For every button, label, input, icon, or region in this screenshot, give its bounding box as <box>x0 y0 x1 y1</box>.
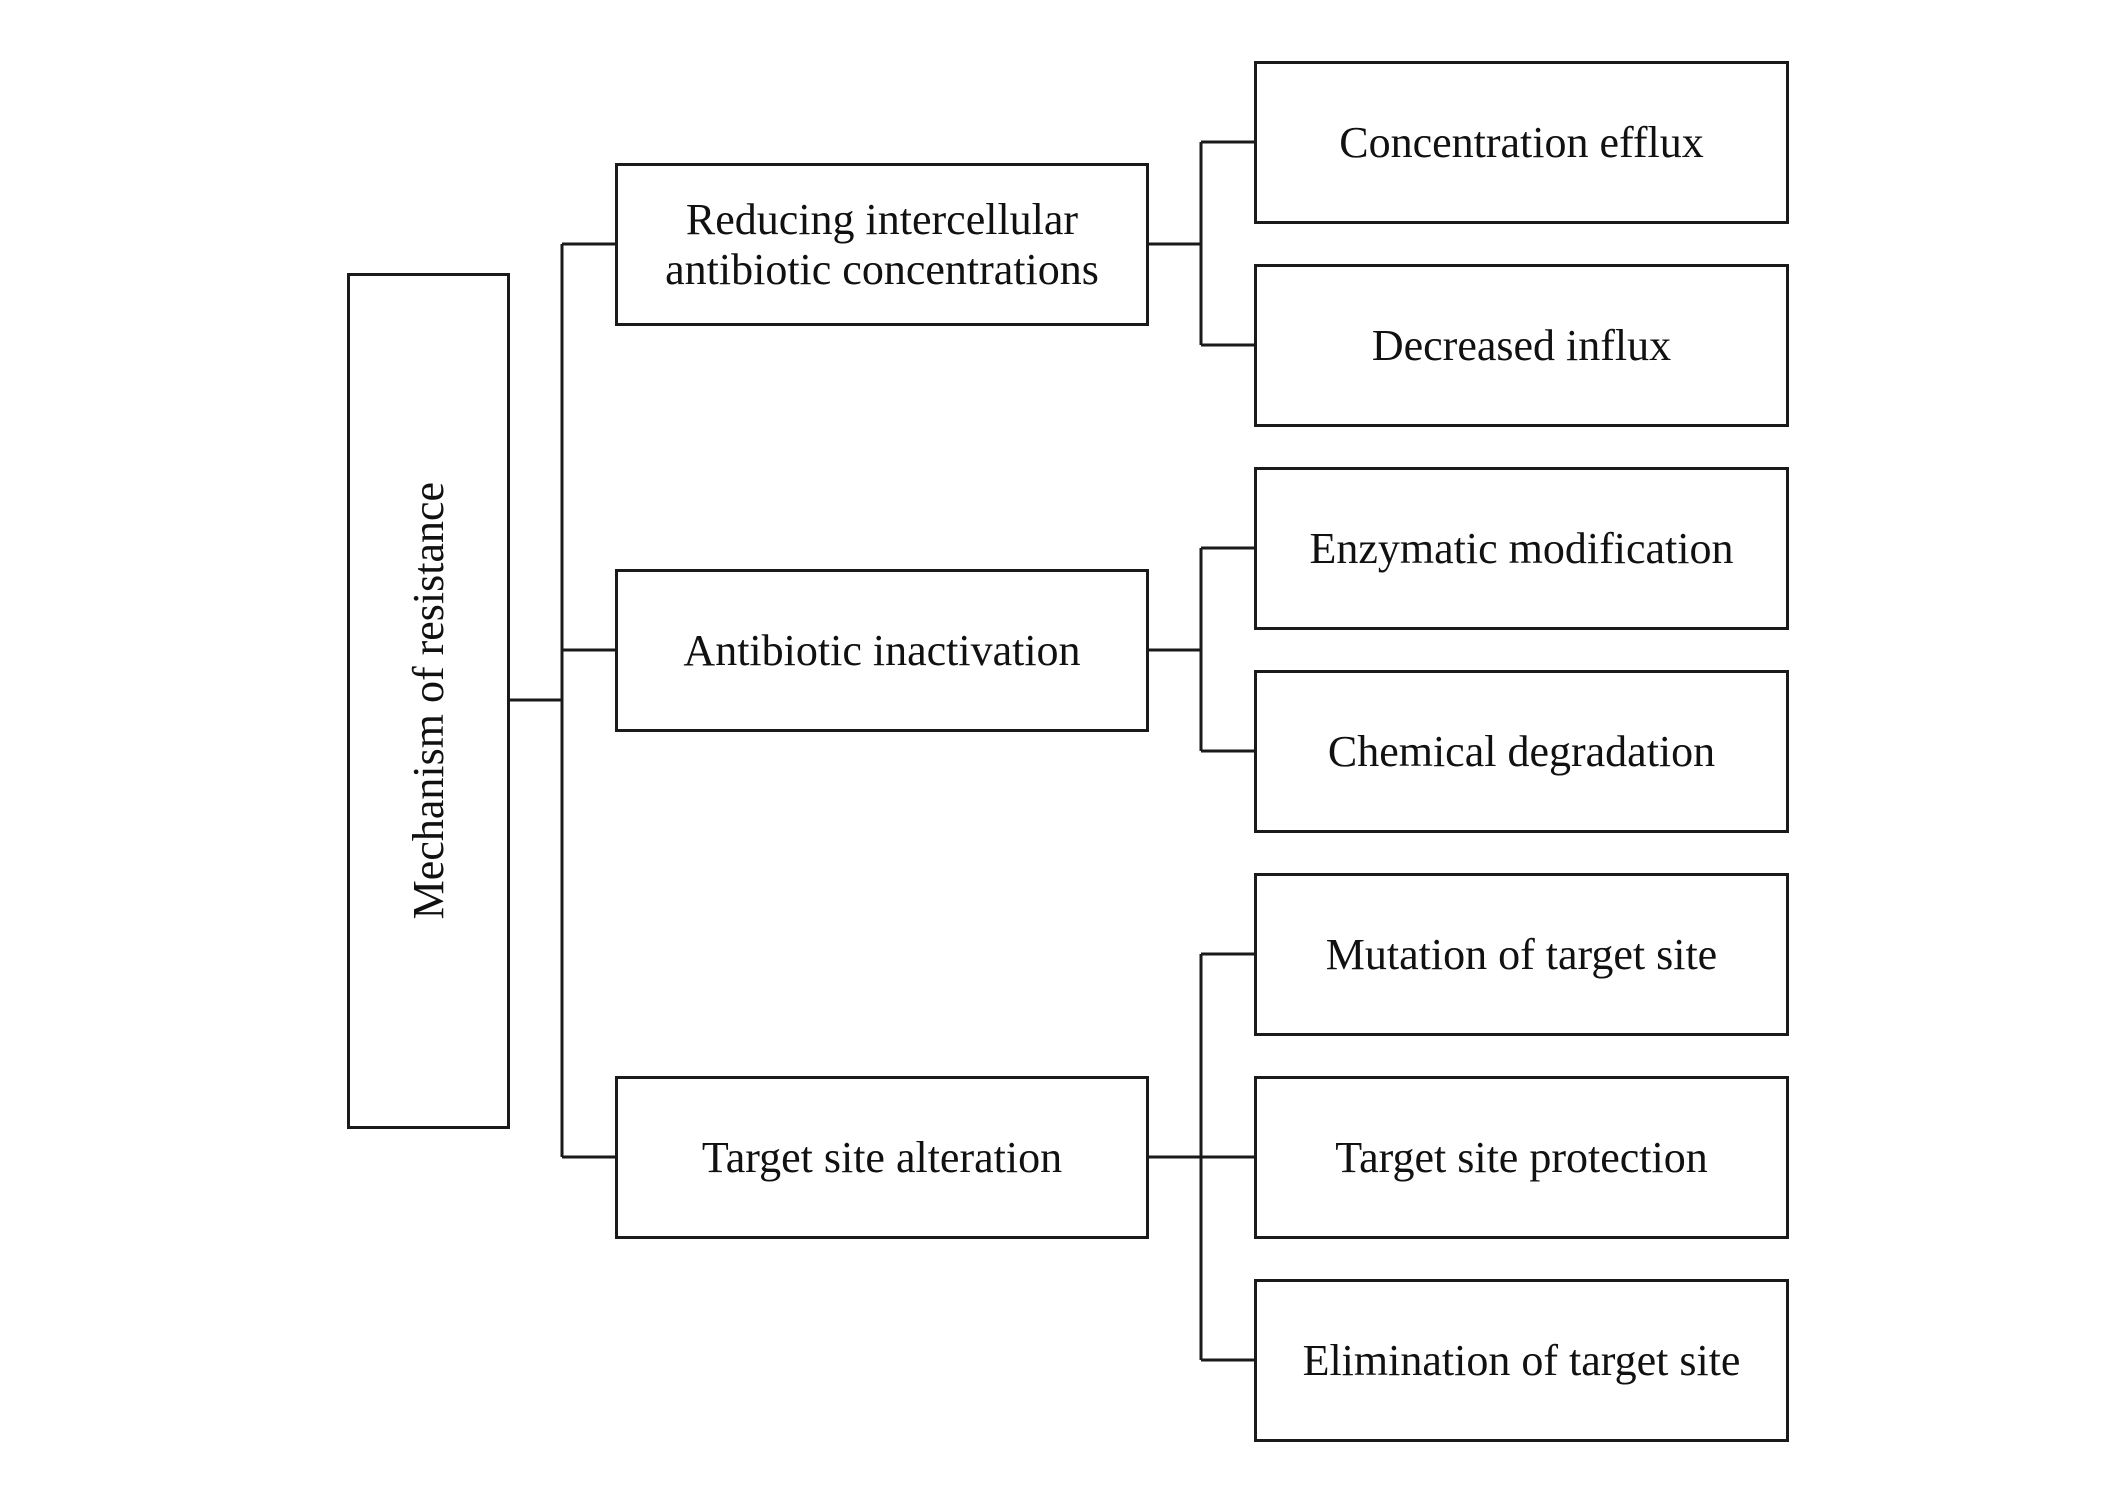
root-node-label: Mechanism of resistance <box>403 482 453 920</box>
leaf-node-label: Target site protection <box>1335 1132 1708 1182</box>
leaf-node-target-site-protection: Target site protection <box>1254 1076 1789 1239</box>
leaf-node-label: Chemical degradation <box>1327 726 1716 776</box>
category-node-label: Reducing intercellular antibiotic concen… <box>665 195 1099 294</box>
leaf-node-label: Decreased influx <box>1371 320 1672 370</box>
category-node-target-site-alteration: Target site alteration <box>615 1076 1149 1239</box>
leaf-node-label: Mutation of target site <box>1325 929 1718 979</box>
category-node-label: Target site alteration <box>701 1132 1063 1182</box>
leaf-node-label: Concentration efflux <box>1339 117 1704 167</box>
leaf-node-mutation-of-target-site: Mutation of target site <box>1254 873 1789 1036</box>
category-node-antibiotic-inactivation: Antibiotic inactivation <box>615 569 1149 732</box>
root-node: Mechanism of resistance <box>347 273 510 1129</box>
leaf-node-chemical-degradation: Chemical degradation <box>1254 670 1789 833</box>
category-node-label: Antibiotic inactivation <box>683 625 1081 675</box>
leaf-node-concentration-efflux: Concentration efflux <box>1254 61 1789 224</box>
leaf-node-label: Enzymatic modification <box>1309 523 1734 573</box>
leaf-node-decreased-influx: Decreased influx <box>1254 264 1789 427</box>
leaf-node-elimination-of-target-site: Elimination of target site <box>1254 1279 1789 1442</box>
category-node-reducing-concentrations: Reducing intercellular antibiotic concen… <box>615 163 1149 326</box>
leaf-node-label: Elimination of target site <box>1302 1335 1741 1385</box>
leaf-node-enzymatic-modification: Enzymatic modification <box>1254 467 1789 630</box>
